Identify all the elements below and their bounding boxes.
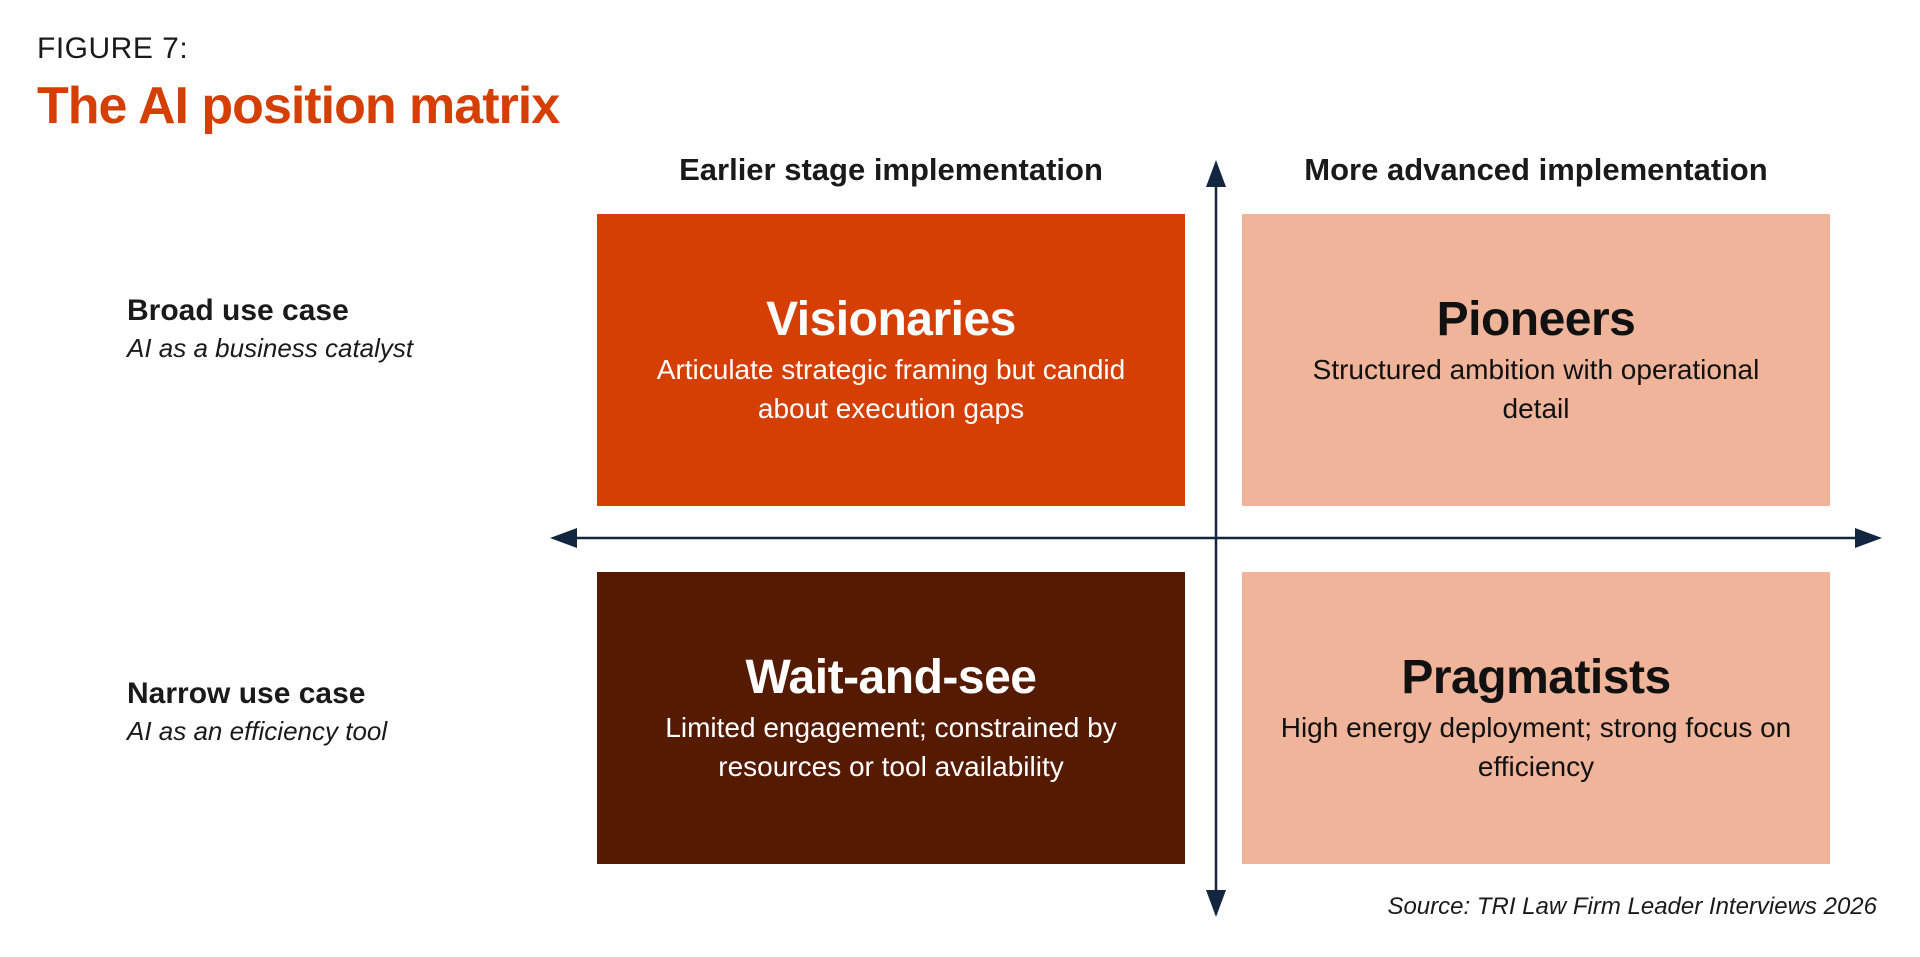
column-header-more-advanced: More advanced implementation <box>1304 152 1768 187</box>
row-label-narrow-subtitle: AI as an efficiency tool <box>127 716 388 746</box>
vertical-axis-arrow-down-icon <box>1206 890 1226 917</box>
quadrant-pioneers: Pioneers Structured ambition with operat… <box>1242 214 1830 506</box>
row-label-broad-subtitle: AI as a business catalyst <box>127 333 414 363</box>
quadrant-pragmatists-title: Pragmatists <box>1401 651 1671 704</box>
source-note: Source: TRI Law Firm Leader Interviews 2… <box>1387 893 1877 920</box>
quadrant-visionaries-title: Visionaries <box>766 293 1016 346</box>
quadrant-pioneers-description: Structured ambition with operational det… <box>1312 354 1760 424</box>
quadrant-pragmatists: Pragmatists High energy deployment; stro… <box>1242 572 1830 864</box>
quadrant-visionaries: Visionaries Articulate strategic framing… <box>597 214 1185 506</box>
row-label-narrow-title: Narrow use case <box>127 677 366 710</box>
quadrant-pragmatists-description: High energy deployment; strong focus on … <box>1280 712 1792 782</box>
column-header-earlier-stage: Earlier stage implementation <box>679 152 1103 187</box>
row-label-narrow: Narrow use case AI as an efficiency tool <box>127 675 527 749</box>
quadrant-wait-and-see-title: Wait-and-see <box>745 651 1037 704</box>
figure-label: FIGURE 7: <box>37 32 189 65</box>
figure-title: The AI position matrix <box>37 77 560 135</box>
quadrant-visionaries-description: Articulate strategic framing but candid … <box>656 354 1126 424</box>
row-label-broad-title: Broad use case <box>127 294 349 327</box>
quadrant-wait-and-see: Wait-and-see Limited engagement; constra… <box>597 572 1185 864</box>
row-label-broad: Broad use case AI as a business catalyst <box>127 292 527 366</box>
horizontal-axis-arrow-right-icon <box>1855 528 1882 548</box>
quadrant-pioneers-title: Pioneers <box>1436 293 1636 346</box>
quadrant-wait-and-see-description: Limited engagement; constrained by resou… <box>665 712 1117 782</box>
horizontal-axis-arrow-left-icon <box>550 528 577 548</box>
vertical-axis-arrow-up-icon <box>1206 160 1226 187</box>
